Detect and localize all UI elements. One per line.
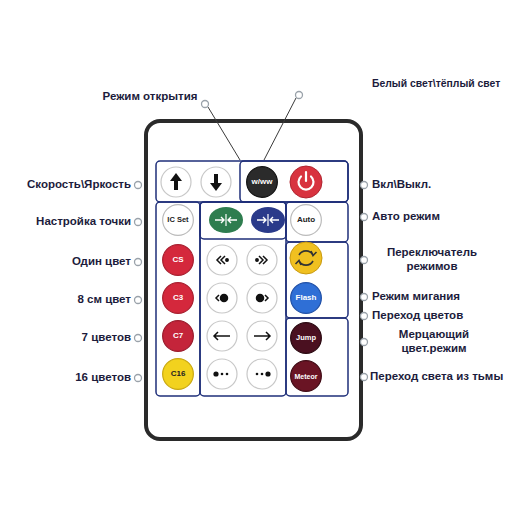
point-buttons [209, 207, 285, 233]
button-label: Meteor [295, 373, 318, 380]
button-label: Flash [296, 294, 317, 302]
callout-label: Режим мигания [372, 290, 460, 304]
remote-button: Auto [290, 204, 322, 236]
callout-label: Белый свет\тёплый свет [372, 78, 500, 90]
speed-buttons [161, 167, 231, 197]
remote-button: w/ww [246, 166, 278, 198]
remote-button: C3 [162, 282, 194, 314]
remote-button: Meteor [290, 360, 322, 392]
remote-button: Jump [290, 322, 322, 354]
button-label: Auto [297, 216, 315, 224]
button-groups [156, 161, 348, 396]
remote-button: C16 [162, 358, 194, 390]
remote-button: Flash [290, 282, 322, 314]
callout-label: Вкл\Выкл. [372, 178, 431, 192]
button-label: Jump [296, 334, 316, 342]
callout-label: Мерцающий цвет.режим [373, 328, 495, 356]
button-label: w/ww [252, 178, 273, 186]
leader-lines [208, 98, 296, 160]
callout-label: Настройка точки [36, 215, 131, 229]
callout-label: Переход цветов [372, 309, 463, 323]
remote-body [146, 121, 361, 439]
callout-label: Авто режим [372, 210, 440, 224]
callout-dots [135, 92, 368, 382]
callout-label: 7 цветов [82, 331, 131, 345]
mode-switch-button [290, 242, 322, 274]
power-button [290, 166, 322, 198]
remote-button: IC Set [162, 204, 194, 236]
callout-label: Режим открытия [103, 90, 198, 104]
callout-label: Переключатель режимов [368, 246, 496, 274]
callout-label: 8 см цвет [77, 293, 131, 307]
button-label: C7 [173, 332, 183, 340]
direction-buttons [207, 245, 277, 389]
callout-label: Скорость\Яркость [27, 178, 131, 192]
callout-label: Один цвет [72, 255, 131, 269]
direction-icons [214, 256, 270, 340]
remote-button: CS [162, 244, 194, 276]
button-label: CS [172, 256, 183, 264]
dot-icons [213, 371, 270, 376]
callout-label: 16 цветов [75, 371, 131, 385]
button-label: IC Set [167, 216, 188, 224]
callout-label: Переход света из тьмы [370, 370, 503, 384]
button-label: C3 [173, 294, 183, 302]
remote-button: C7 [162, 320, 194, 352]
button-label: C16 [171, 370, 186, 378]
